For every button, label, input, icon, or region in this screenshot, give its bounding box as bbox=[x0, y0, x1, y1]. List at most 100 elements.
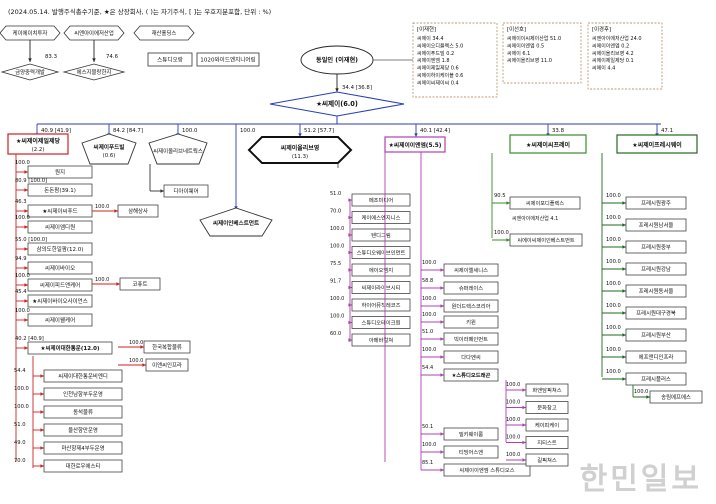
enm-left-stake: 70.0 bbox=[330, 209, 341, 215]
fresh-grand-stake: 100.0 bbox=[634, 389, 648, 395]
enm-left-box-label: 에이오엠지 bbox=[369, 266, 393, 274]
family-company-hexagon bbox=[63, 25, 125, 41]
cgv-box bbox=[509, 134, 587, 154]
enm-right-stake: 51.0 bbox=[422, 329, 433, 335]
jedang-side-box bbox=[145, 358, 189, 372]
level1-stake: 51.2 [57.7] bbox=[304, 128, 334, 134]
jedang-sub-stake: 100.0 bbox=[15, 215, 30, 221]
enm-right-box-label: 다다엔씨 bbox=[461, 353, 481, 361]
family-member-name: [이경후] bbox=[592, 25, 611, 33]
jedang-side-box bbox=[117, 204, 159, 218]
jedang-sub-stake: 100.0 bbox=[15, 308, 30, 314]
dragon-sub-box-label: 문화창고 bbox=[537, 404, 557, 412]
jedang-sub-stake: 45.4 bbox=[15, 289, 27, 295]
arrow-head bbox=[440, 432, 444, 436]
foodville-sub-box-label: 디아이웨어 bbox=[173, 187, 198, 195]
enm-right-box bbox=[443, 332, 499, 346]
jedang-sub-box-label: 씨제이웰케어 bbox=[45, 316, 75, 324]
cgv-sub-extra: 씨엔아이에저산업 4.1 bbox=[512, 215, 558, 222]
enm-right-box-label: 티빙어스엔 bbox=[459, 448, 483, 456]
level1-stake: 33.8 bbox=[552, 128, 565, 134]
cj-jedang-sub: (2.2) bbox=[32, 147, 45, 153]
enm-left-box-label: 스튜디오웨이브인먼트 bbox=[357, 249, 406, 257]
family-stake-line: 씨엔아이에저산업 24.0 bbox=[592, 35, 642, 42]
jedang-side-stake: 100.0 bbox=[129, 358, 143, 364]
dragon-sub-box bbox=[525, 436, 569, 449]
enm-left-box-label: 텐디그림 bbox=[371, 231, 391, 239]
dragon-sub-stake: 100.0 bbox=[506, 417, 520, 423]
family-stake-box bbox=[412, 22, 498, 98]
daehan-sub-stake: 49.0 bbox=[14, 440, 26, 446]
family-stake-line: 씨에이푸드빌 0.2 bbox=[417, 50, 454, 57]
family-company-diamond bbox=[0, 63, 60, 81]
arrow-head bbox=[440, 304, 444, 308]
arrow-head bbox=[440, 320, 444, 324]
diagram-note: (2024.05.14. 발행주식총수기준, ★은 상장회사, ( )는 자기주… bbox=[8, 8, 272, 16]
cj-jedang-box bbox=[7, 133, 69, 155]
arrow-head bbox=[348, 303, 352, 307]
arrow-head bbox=[24, 266, 28, 270]
enm-left-box-label: 스튜디오테이크원 bbox=[362, 319, 401, 327]
fresh-sub-box bbox=[625, 350, 687, 364]
cgv-sub-stake: 100.0 bbox=[494, 230, 509, 236]
jedang-sub-box bbox=[27, 341, 113, 355]
enm-left-stake: 100.0 bbox=[330, 314, 344, 320]
jedang-sub-box-label: 삼의도한일팜(12.0) bbox=[37, 245, 84, 253]
dragon-sub-box bbox=[525, 401, 569, 414]
olive-young-name: 씨제이올리브영 bbox=[281, 144, 320, 152]
holding-name: ★씨제이(6.0) bbox=[316, 99, 358, 108]
daehan-sub-box-label: 동석물류 bbox=[73, 408, 93, 416]
family-stake-box bbox=[587, 22, 663, 90]
enm-left-stake: 91.7 bbox=[330, 279, 341, 285]
arrow-head bbox=[348, 233, 352, 237]
enm-left-box bbox=[351, 246, 411, 259]
daehan-sub-box bbox=[43, 405, 123, 419]
daehan-sub-box bbox=[43, 369, 123, 383]
jedang-sub-box bbox=[27, 294, 93, 308]
fresh-sub-box bbox=[625, 240, 687, 254]
cgv-sub-box bbox=[509, 233, 583, 247]
family-stake-line: 씨에이이씨제이산업 51.0 bbox=[507, 35, 561, 42]
enm-right-box-label: 빅이라페인먼트 bbox=[454, 335, 488, 343]
enm-right-box bbox=[443, 299, 499, 313]
family-company-hexagon bbox=[133, 25, 195, 41]
arrow-head bbox=[622, 245, 626, 249]
daehan-sub-stake: 100.0 bbox=[14, 404, 29, 410]
daehan-sub-box-label: 인천남항부두운영 bbox=[63, 390, 103, 398]
enm-left-box-label: 하이어뮤직레코즈 bbox=[362, 301, 401, 309]
family-company-hexagon bbox=[0, 25, 61, 41]
jedang-sub-stake: 94.9 bbox=[15, 256, 27, 262]
arrow-head bbox=[24, 283, 28, 287]
enm-right-stake: 50.1 bbox=[422, 424, 433, 430]
jedang-sub-box-label: 원지 bbox=[55, 168, 65, 176]
arrow-head bbox=[24, 299, 28, 303]
daehan-sub-stake: 100.0 bbox=[14, 386, 29, 392]
stake-percent: 83.3 bbox=[45, 54, 57, 60]
dragon-sub-stake: 100.0 bbox=[506, 452, 520, 458]
arrow-head bbox=[506, 201, 510, 205]
enm-right-box bbox=[443, 463, 531, 477]
family-stake-line: 씨에이 4.4 bbox=[592, 65, 615, 72]
arrow-head bbox=[348, 268, 352, 272]
arrow-head bbox=[24, 170, 28, 174]
enm-name: ★씨제이이엔엠(5.5) bbox=[389, 141, 442, 149]
enm-right-stake: 100.0 bbox=[422, 296, 436, 302]
arrow-head bbox=[114, 209, 118, 213]
fresh-sub-box bbox=[625, 372, 687, 386]
level1-stake: 40.1 [42.4] bbox=[420, 128, 450, 134]
family-company-box bbox=[196, 52, 260, 67]
arrow-head bbox=[24, 225, 28, 229]
enm-left-box bbox=[351, 228, 411, 242]
arrow-head bbox=[622, 311, 626, 315]
jedang-sub-box bbox=[27, 278, 93, 292]
arrow-head bbox=[622, 289, 626, 293]
fresh-sub-box-label: 프레시원강남 bbox=[641, 265, 671, 273]
cgv-name: ★씨제이씨프레이 bbox=[526, 141, 570, 149]
fresh-sub-stake: 100.0 bbox=[606, 215, 621, 221]
enm-left-stake: 100.0 bbox=[330, 244, 344, 250]
daehan-sub-stake: 51.0 bbox=[14, 422, 26, 428]
enm-right-stake: 100.0 bbox=[422, 442, 436, 448]
fresh-sub-box bbox=[625, 262, 687, 276]
dragon-sub-box bbox=[525, 418, 569, 432]
arrow-head bbox=[335, 88, 339, 92]
